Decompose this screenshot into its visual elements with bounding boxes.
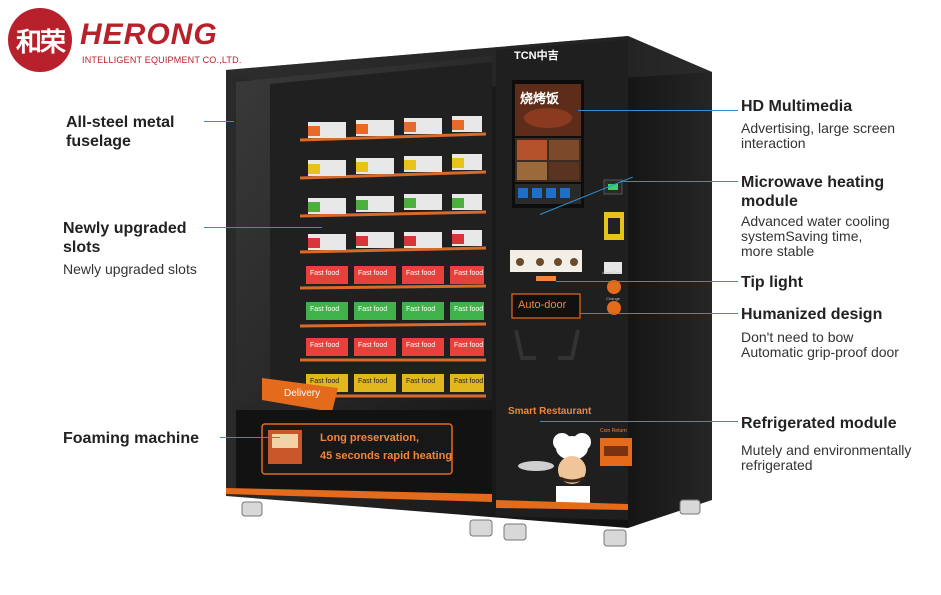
slot-label: Fast food: [358, 270, 388, 277]
annotation-desc: more stable: [741, 243, 815, 259]
leader-line-slots: [204, 227, 322, 228]
annotation-microwave: Microwave heating module Advanced water …: [741, 173, 937, 259]
slot-label: Fast food: [454, 342, 484, 349]
annotation-desc: systemSaving time,: [741, 228, 863, 244]
annotation-desc: Advertising, large screen interaction: [741, 120, 896, 151]
slot-label: Fast food: [406, 270, 436, 277]
auto-door-label: Auto-door: [518, 299, 567, 311]
food-boxes-upper: [308, 116, 482, 250]
brand-name: HERONG: [80, 18, 218, 51]
annotation-title: Newly upgraded slots: [63, 220, 187, 256]
annotation-title: Humanized design: [741, 306, 883, 323]
annotation-desc: refrigerated: [741, 457, 813, 473]
slot-label: Fast food: [310, 270, 340, 277]
annotation-desc: Automatic grip-proof door: [741, 344, 899, 360]
promo-line-1: Long preservation,: [320, 432, 420, 444]
leader-line-tip: [556, 281, 738, 282]
annotation-multimedia: HD Multimedia Advertising, large screen …: [741, 97, 937, 151]
screen-caption: 烧烤饭: [520, 92, 560, 107]
slot-label: Fast food: [310, 306, 340, 313]
auto-door: [511, 293, 581, 319]
slot-label: Fast food: [454, 306, 484, 313]
leader-line-multimedia: [578, 110, 738, 111]
annotation-title: Foaming machine: [63, 430, 200, 447]
slot-label: Fast food: [454, 270, 484, 277]
brand-subtitle: INTELLIGENT EQUIPMENT CO.,LTD.: [82, 55, 242, 65]
slot-label: Fast food: [310, 378, 340, 385]
annotation-refrigerated: Refrigerated module Mutely and environme…: [741, 414, 939, 473]
leader-line-foaming: [220, 437, 280, 438]
top-brand-label: TCN中吉: [514, 50, 559, 62]
slot-label: Fast food: [310, 342, 340, 349]
annotation-desc: Advanced water cooling: [741, 213, 890, 229]
annotation-humanized: Humanized design Don't need to bow Autom…: [741, 305, 937, 360]
coin-button: [607, 280, 621, 294]
coin-return-label: Coin Return: [600, 428, 627, 434]
slot-label: Fast food: [406, 342, 436, 349]
annotation-title: HD Multimedia: [741, 98, 853, 115]
change-label: Change: [606, 296, 621, 301]
slot-label: Fast food: [406, 378, 436, 385]
wheels: [241, 499, 701, 547]
annotation-title: Tip light: [741, 274, 803, 291]
change-button: [607, 301, 621, 315]
brand-logo: 和荣 HERONG INTELLIGENT EQUIPMENT CO.,LTD.: [8, 8, 248, 72]
slot-label: Fast food: [358, 378, 388, 385]
slot-label: Fast food: [358, 306, 388, 313]
annotation-desc: Don't need to bow: [741, 329, 854, 345]
logo-seal: 和荣: [8, 8, 72, 72]
slot-label: Fast food: [454, 378, 484, 385]
promo-panel: [261, 423, 453, 475]
annotation-tip: Tip light: [741, 273, 937, 292]
insert-coin-label: Insert Coin: [602, 270, 622, 275]
shelves: [299, 132, 487, 398]
annotation-foaming: Foaming machine: [63, 429, 223, 448]
annotation-slots: Newly upgraded slots Newly upgraded slot…: [63, 219, 223, 277]
annotation-title: All-steel metal fuselage: [66, 114, 175, 150]
food-boxes-lower: [306, 266, 484, 392]
slot-label: Fast food: [358, 342, 388, 349]
promo-line-2: 45 seconds rapid heating: [320, 450, 453, 462]
leader-line-steel: [204, 121, 234, 122]
delivery-tray: [262, 378, 338, 412]
annotation-title: Refrigerated module: [741, 415, 897, 432]
annotation-desc: Mutely and environmentally: [741, 442, 912, 458]
delivery-label: Delivery: [284, 388, 321, 399]
leader-line-humanized: [580, 313, 738, 314]
chef-mascot: [518, 433, 591, 506]
annotation-title: Microwave heating module: [741, 174, 885, 210]
annotation-steel: All-steel metal fuselage: [66, 113, 201, 151]
slot-label: Fast food: [406, 306, 436, 313]
keypad-panel: [510, 250, 582, 272]
leader-line-microwave: [620, 181, 738, 182]
smart-restaurant-label: Smart Restaurant: [508, 406, 592, 417]
machine-side-panel: [628, 36, 712, 528]
leader-line-refrigerated: [540, 421, 738, 422]
tip-light: [536, 276, 556, 281]
annotation-desc: Newly upgraded slots: [63, 261, 197, 277]
